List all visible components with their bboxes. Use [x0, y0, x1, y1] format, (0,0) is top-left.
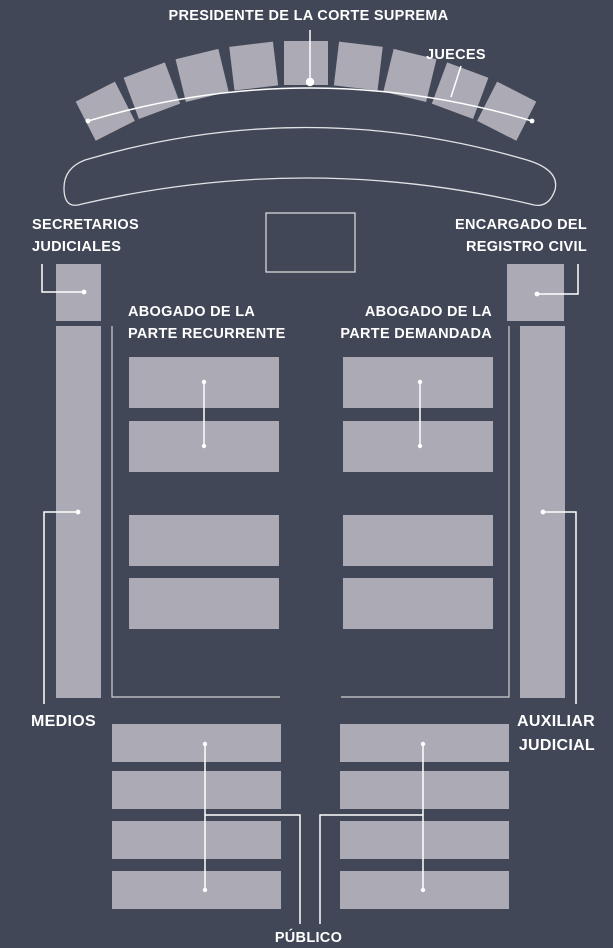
- attorney-seat-left: [129, 578, 279, 629]
- abogado-recurrente-dot-2: [201, 443, 207, 449]
- judge-seat: [333, 41, 383, 91]
- medios-label: MEDIOS: [31, 713, 96, 730]
- presidente-dot: [305, 77, 315, 87]
- judges-arc-right-dot: [529, 118, 535, 124]
- secretarios-dot: [81, 289, 87, 295]
- public-bench-right: [340, 821, 509, 859]
- registro-civil-dot: [534, 291, 540, 297]
- public-seats: [112, 724, 509, 909]
- judges-arc-line: [87, 87, 533, 122]
- judge-seat: [75, 81, 135, 141]
- auxiliar-judicial-dot: [540, 509, 546, 515]
- secretarios-leader: [41, 264, 84, 293]
- publico-right-dot-top: [420, 741, 426, 747]
- judges-arc-left-dot: [85, 118, 91, 124]
- publico-right-leader: [319, 814, 423, 924]
- right-enclosure: [341, 326, 510, 698]
- judge-seat: [383, 48, 437, 102]
- public-bench-left: [112, 821, 281, 859]
- jueces-leader: [450, 65, 462, 98]
- left-enclosure: [111, 326, 280, 698]
- attorney-seats: [129, 357, 493, 629]
- judge-seat: [123, 62, 181, 119]
- jueces-label: JUECES: [426, 47, 486, 63]
- judges-desk: [63, 126, 557, 207]
- judge-seat: [477, 81, 537, 141]
- public-bench-left: [112, 771, 281, 809]
- auxiliar-judicial-leader: [543, 511, 577, 704]
- abogado-demandada-dot-2: [417, 443, 423, 449]
- medios-dot: [75, 509, 81, 515]
- president-seat: [284, 41, 328, 85]
- attorney-seat-right: [343, 578, 493, 629]
- judge-seat: [229, 41, 279, 91]
- judges-bench: [75, 41, 537, 141]
- publico-right-dot-bottom: [420, 887, 426, 893]
- public-bench-left: [112, 871, 281, 909]
- medios-leader: [43, 511, 78, 704]
- publico-left-dot-bottom: [202, 887, 208, 893]
- judge-seat: [175, 48, 229, 102]
- publico-left-dot-top: [202, 741, 208, 747]
- publico-label: PÚBLICO: [274, 930, 343, 946]
- attorney-seat-right: [343, 515, 493, 566]
- central-table: [265, 212, 356, 273]
- abogado-recurrente-dot-1: [201, 379, 207, 385]
- public-bench-right: [340, 771, 509, 809]
- label-leader-lines: [41, 30, 579, 924]
- attorney-seat-left: [129, 515, 279, 566]
- judge-seat: [431, 62, 489, 119]
- registro-civil-leader: [537, 264, 579, 295]
- public-bench-left: [112, 724, 281, 762]
- abogado-demandada-dot-1: [417, 379, 423, 385]
- publico-left-leader: [205, 814, 301, 924]
- presidente-label: PRESIDENTE DE LA CORTE SUPREMA: [168, 8, 449, 24]
